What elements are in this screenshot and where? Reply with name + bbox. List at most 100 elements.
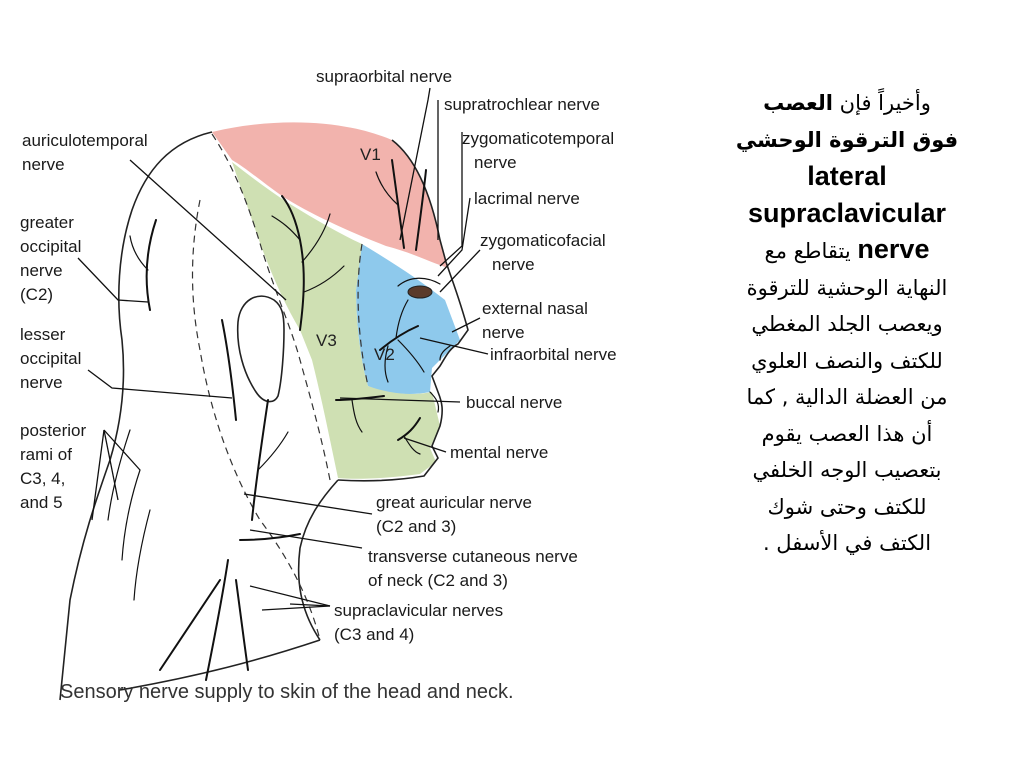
leader-supraorbital <box>399 87 431 241</box>
figure-caption: Sensory nerve supply to skin of the head… <box>60 681 514 703</box>
supraclavicular-nerve-branch-2 <box>235 579 249 671</box>
leader-transverse-cutaneous <box>249 529 363 549</box>
supratrochlear-nerve-branch <box>415 169 427 251</box>
label-great-auricular-nerve-line2: (C2 and 3) <box>376 517 456 536</box>
label-lesser-occipital-nerve-line1: lesser <box>20 325 66 344</box>
leader-great-auricular <box>243 493 373 515</box>
region-v1-area <box>212 122 448 268</box>
leader-greater-occipital <box>77 257 149 303</box>
leader-infraorbital <box>419 337 489 355</box>
infraorbital-twig-1 <box>395 299 409 339</box>
lesser-occipital-nerve-branch <box>221 319 237 421</box>
great-auricular-nerve-branch <box>251 399 269 521</box>
supraclavicular-nerve-branch-3 <box>205 559 229 681</box>
leader-posterior-rami-3 <box>91 429 105 521</box>
ear <box>236 295 285 403</box>
dermatome-boundary-1 <box>211 133 331 481</box>
leader-lesser-occipital <box>87 369 233 399</box>
region-v3-label: V3 <box>316 331 337 350</box>
eye <box>407 285 433 299</box>
label-posterior-rami-line3: C3, 4, <box>20 469 65 488</box>
posterior-rami-branch-1 <box>107 429 131 521</box>
mental-nerve-branch <box>397 417 421 441</box>
label-zygomaticofacial-nerve-line2: nerve <box>492 255 535 274</box>
label-transverse-cutaneous-nerve-line1: transverse cutaneous nerve <box>368 547 578 566</box>
nostril <box>439 345 451 361</box>
great-auricular-twig <box>257 431 289 471</box>
leader-lacrimal <box>437 197 471 277</box>
label-supraclavicular-nerves-line1: supraclavicular nerves <box>334 601 503 620</box>
region-v2-area <box>356 244 460 394</box>
leader-zygomaticofacial <box>439 249 481 293</box>
arabic-text-panel: وأخيراً فإن العصب فوق الترقوة الوحشي lat… <box>690 85 1004 725</box>
label-posterior-rami-line2: rami of <box>20 445 72 464</box>
label-greater-occipital-nerve-line4: (C2) <box>20 285 53 304</box>
v3-branch-c <box>303 265 345 293</box>
text-line-2: فوق الترقوة الوحشي <box>735 127 959 152</box>
head-neck-nerve-diagram: V1 V2 V3 supraorbital nerve supratrochle… <box>20 67 617 703</box>
label-external-nasal-nerve-line1: external nasal <box>482 299 588 318</box>
text-term-supraclavicular: supraclavicular <box>747 197 947 228</box>
label-zygomaticofacial-nerve-line1: zygomaticofacial <box>480 231 606 250</box>
text-line-10: للكتف وحتى شوك <box>767 494 927 519</box>
text-term-nerve: nerve <box>857 234 930 264</box>
leader-posterior-rami-2 <box>103 429 119 501</box>
text-line-8: أن هذا العصب يقوم <box>761 421 933 446</box>
posterior-rami-branch-3 <box>133 509 151 601</box>
eye-brow <box>397 277 441 287</box>
infraorbital-nerve-branch <box>379 325 419 351</box>
greater-occipital-nerve-branch <box>145 219 157 311</box>
text-line-4: النهاية الوحشية للترقوة <box>746 275 948 300</box>
label-zygomaticotemporal-nerve-line1: zygomaticotemporal <box>462 129 614 148</box>
v3-branch-b <box>271 215 301 241</box>
supraorbital-twig <box>375 171 399 206</box>
region-v1-label: V1 <box>360 145 381 164</box>
text-line-9: بتعصيب الوجه الخلفي <box>752 458 942 482</box>
label-greater-occipital-nerve-line3: nerve <box>20 261 63 280</box>
label-auriculotemporal-nerve-line2: nerve <box>22 155 65 174</box>
label-great-auricular-nerve-line1: great auricular nerve <box>376 493 532 512</box>
label-zygomaticotemporal-nerve-line2: nerve <box>474 153 517 172</box>
label-posterior-rami-line1: posterior <box>20 421 86 440</box>
transverse-cutaneous-nerve-branch <box>239 533 301 541</box>
leader-supraclavicular-3 <box>289 603 331 607</box>
v2-v3-boundary <box>357 243 369 387</box>
text-line-6: للكتف والنصف العلوي <box>751 348 943 373</box>
label-greater-occipital-nerve-line2: occipital <box>20 237 81 256</box>
infraorbital-twig-2 <box>397 339 425 373</box>
label-supraorbital-nerve: supraorbital nerve <box>316 67 452 86</box>
v3-branch-a <box>301 213 331 263</box>
label-infraorbital-nerve: infraorbital nerve <box>490 345 617 364</box>
dermatome-boundary-2 <box>191 199 321 641</box>
label-greater-occipital-nerve-line1: greater <box>20 213 74 232</box>
text-line-1-bold: العصب <box>763 91 833 115</box>
shoulder-outline <box>119 639 321 691</box>
region-v2-label: V2 <box>374 345 395 364</box>
text-line-11: الكتف في الأسفل . <box>762 531 932 555</box>
label-mental-nerve: mental nerve <box>450 443 548 462</box>
leader-supraclavicular-2 <box>261 605 331 611</box>
leader-zygomaticotemporal <box>439 132 463 267</box>
leader-mental <box>403 437 447 453</box>
text-line-7: من العضلة الدالية , كما <box>746 385 948 409</box>
leader-buccal <box>339 397 461 403</box>
label-buccal-nerve: buccal nerve <box>466 393 562 412</box>
label-lacrimal-nerve: lacrimal nerve <box>474 189 580 208</box>
face-profile <box>337 139 469 482</box>
posterior-rami-branch-2 <box>121 469 141 561</box>
greater-occipital-twig <box>129 235 149 271</box>
leader-external-nasal <box>451 317 481 333</box>
label-external-nasal-nerve-line2: nerve <box>482 323 525 342</box>
buccal-twig <box>351 399 363 433</box>
label-auriculotemporal-nerve-line1: auriculotemporal <box>22 131 148 150</box>
head-outline <box>59 131 213 701</box>
label-lesser-occipital-nerve-line2: occipital <box>20 349 81 368</box>
label-supraclavicular-nerves-line2: (C3 and 4) <box>334 625 414 644</box>
text-line-5: ويعصب الجلد المغطي <box>751 312 943 336</box>
label-transverse-cutaneous-nerve-line2: of neck (C2 and 3) <box>368 571 508 590</box>
label-posterior-rami-line4: and 5 <box>20 493 63 512</box>
text-term-lateral: lateral <box>807 161 887 191</box>
label-lesser-occipital-nerve-line3: nerve <box>20 373 63 392</box>
leader-posterior-rami-1 <box>103 429 141 471</box>
